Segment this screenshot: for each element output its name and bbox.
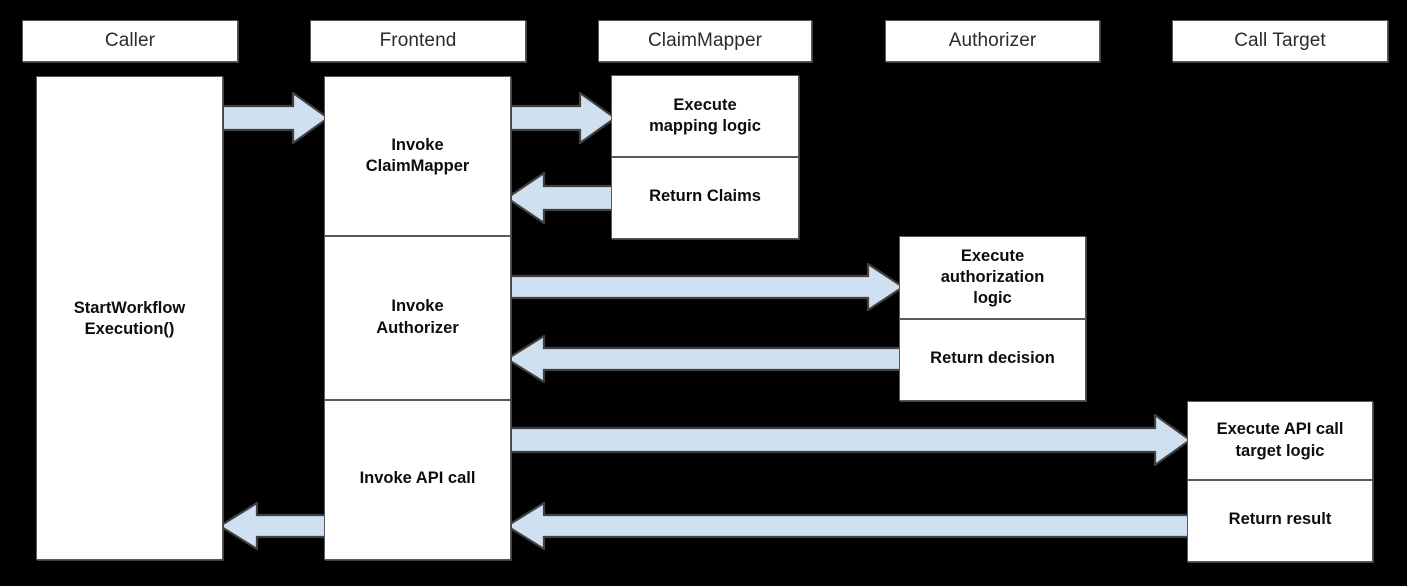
activation-authorizer[interactable]: Execute authorization logic Return decis… xyxy=(899,236,1086,401)
lifeline-header-authorizer[interactable]: Authorizer xyxy=(885,20,1100,62)
message-arrow-frontend-to-authorizer[interactable] xyxy=(508,263,904,311)
lifeline-header-caller-label: Caller xyxy=(104,30,156,51)
activation-frontend-segment-2: Invoke Authorizer xyxy=(376,297,459,337)
message-arrow-frontend-to-caller[interactable] xyxy=(219,502,329,550)
lifeline-header-frontend[interactable]: Frontend xyxy=(310,20,526,62)
activation-authorizer-divider-1 xyxy=(900,318,1085,320)
activation-authorizer-segment-2: Return decision xyxy=(930,349,1055,368)
message-arrow-frontend-to-claimmapper[interactable] xyxy=(508,92,616,144)
message-arrow-frontend-to-calltarget[interactable] xyxy=(508,414,1191,466)
activation-calltarget[interactable]: Execute API call target logic Return res… xyxy=(1187,401,1373,562)
activation-claimmapper-divider-1 xyxy=(612,156,798,158)
lifeline-header-claimmapper[interactable]: ClaimMapper xyxy=(598,20,812,62)
activation-caller[interactable]: StartWorkflow Execution() xyxy=(36,76,223,560)
lifeline-header-frontend-label: Frontend xyxy=(379,30,457,51)
activation-claimmapper[interactable]: Execute mapping logic Return Claims xyxy=(611,75,799,239)
lifeline-header-calltarget-label: Call Target xyxy=(1234,30,1326,51)
message-arrow-caller-to-frontend[interactable] xyxy=(221,92,329,144)
lifeline-header-caller[interactable]: Caller xyxy=(22,20,238,62)
activation-calltarget-divider-1 xyxy=(1188,479,1372,481)
activation-calltarget-segment-2: Return result xyxy=(1228,510,1332,529)
activation-claimmapper-segment-2: Return Claims xyxy=(649,187,761,206)
message-arrow-calltarget-to-frontend[interactable] xyxy=(506,502,1191,550)
message-arrow-authorizer-to-frontend[interactable] xyxy=(506,335,904,383)
activation-frontend[interactable]: Invoke ClaimMapper Invoke Authorizer Inv… xyxy=(324,76,511,560)
lifeline-header-calltarget[interactable]: Call Target xyxy=(1172,20,1388,62)
activation-frontend-segment-3: Invoke API call xyxy=(359,469,476,488)
activation-frontend-divider-1 xyxy=(325,235,510,237)
lifeline-header-authorizer-label: Authorizer xyxy=(948,30,1037,51)
activation-calltarget-segment-1: Execute API call target logic xyxy=(1216,420,1344,460)
activation-frontend-segment-1: Invoke ClaimMapper xyxy=(365,135,470,175)
activation-authorizer-segment-1: Execute authorization logic xyxy=(940,246,1045,308)
activation-frontend-divider-2 xyxy=(325,399,510,401)
message-arrow-claimmapper-to-frontend[interactable] xyxy=(506,172,616,224)
lifeline-header-claimmapper-label: ClaimMapper xyxy=(647,30,763,51)
activation-claimmapper-segment-1: Execute mapping logic xyxy=(649,95,761,135)
activation-caller-segment-1: StartWorkflow Execution() xyxy=(73,298,186,338)
